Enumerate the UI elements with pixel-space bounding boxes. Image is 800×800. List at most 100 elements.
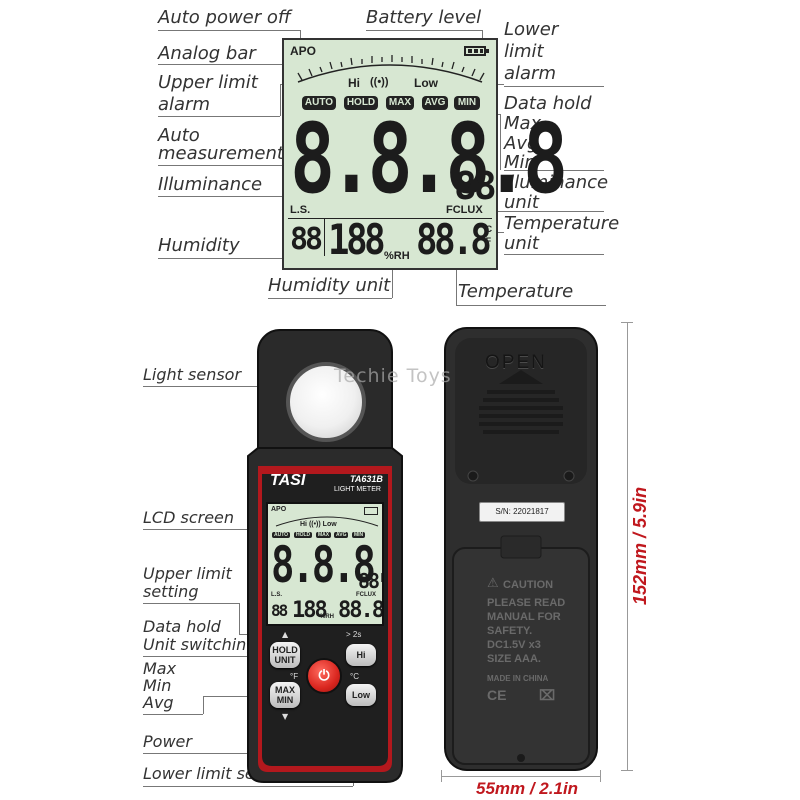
mini-small-digits: 88 [358,569,380,593]
mini-rh: %RH [320,614,335,620]
label-avg-front: Avg [143,693,174,712]
label-illuminance-unit-2: unit [504,192,539,213]
label-unit-switching: Unit switching [143,635,257,654]
caution-line-1: PLEASE READ [487,597,566,609]
label-upper-limit-alarm-2: alarm [158,94,210,115]
caution-icon: ⚠ [487,576,499,591]
lcd-temp-c: °C [482,224,493,234]
lcd-display: APO [282,38,568,270]
label-upper-limit-setting-1: Upper limit [143,564,232,583]
lcd-apo: APO [290,44,317,58]
label-temperature-unit-2: unit [504,233,539,254]
meter-front-body: TASI TA631B LIGHT METER APO Hi ((•)) Low… [246,326,404,784]
mini-main-digits: 8.8.8.8 [271,536,382,594]
celsius-mark: °C [350,672,359,681]
mini-alarm-icon: Hi ((•)) Low [300,521,337,528]
label-data-hold-front: Data hold [143,617,221,636]
lcd-mode-avg: AVG [422,96,448,110]
mini-temp-digits: 88.8 [338,598,383,623]
label-auto-power-off: Auto power off [158,7,291,28]
mini-mode-min: MIN [352,532,366,538]
mini-lcd: APO Hi ((•)) Low AUTO HOLD MAX AVG MIN 8… [266,502,384,626]
mini-mode-max: MAX [316,532,332,538]
open-label: OPEN [485,352,547,373]
battery-icon [464,46,489,56]
label-light-sensor: Light sensor [143,365,242,384]
lcd-hi: Hi [348,76,360,90]
power-button[interactable]: ⏻ [306,658,342,694]
analog-bar-scale [297,55,485,83]
label-lower-limit-alarm-3: alarm [504,63,556,84]
lcd-mode-hold: HOLD [344,96,378,110]
button-hold-time: > 2s [346,630,362,639]
label-analog-bar: Analog bar [158,43,256,64]
caution-line-3: SAFETY. [487,625,533,637]
fahrenheit-mark: °F [290,672,299,681]
mini-hum-digits: 188 [292,598,328,623]
watermark: Techie Toys [334,365,452,387]
label-min: Min [504,152,536,173]
mini-mode-hold: HOLD [294,532,313,538]
serial-number: S/N: 22021817 [479,502,565,522]
label-lower-limit-alarm-2: limit [504,41,544,62]
height-dimension: 152mm / 5.9in [630,486,650,605]
mini-fclux: FCLUX [356,592,376,598]
mini-ls: L.S. [271,592,283,598]
model-name: TA631B [350,474,383,484]
label-power: Power [143,732,192,751]
down-arrow-icon: ▼ [282,712,289,721]
mini-apo: APO [271,506,287,513]
lcd-mode-min: MIN [454,96,480,110]
width-dimension: 55mm / 2.1in [476,779,579,798]
label-humidity: Humidity [158,235,240,256]
ce-mark: CE [487,687,507,703]
mini-mode-auto: AUTO [272,532,291,538]
device-type: LIGHT METER [334,486,381,493]
caution-line-4: DC1.5V x3 [487,639,541,651]
label-min-front: Min [143,676,172,695]
lcd-humidity-digits: 188 [328,215,386,264]
lcd-fclux: FCLUX [446,204,483,216]
label-temperature-unit-1: Temperature [504,213,620,234]
label-lower-limit-alarm-1: Lower [504,19,559,40]
meter-back-body: OPEN S/N: 22021817 ⚠ CAUTION PLEASE READ… [443,326,599,772]
label-upper-limit-setting-2: setting [143,582,199,601]
lcd-mode-auto: AUTO [302,96,336,110]
lcd-low: Low [414,76,438,90]
alarm-icon: ((•)) [370,76,389,88]
lcd-temp-f: °F [482,236,492,246]
made-in-label: MADE IN CHINA [487,674,549,683]
label-max: Max [504,113,542,134]
caution-title: CAUTION [503,579,554,591]
caution-line-5: SIZE AAA. [487,653,541,665]
lcd-rh: %RH [384,250,410,262]
label-humidity-unit: Humidity unit [268,275,391,296]
lcd-small-digits: 88 [454,164,497,208]
lcd-mode-max: MAX [386,96,414,110]
hi-button[interactable]: Hi [346,644,376,666]
label-auto-measurement-1: Auto [158,125,200,146]
power-icon: ⏻ [318,668,330,684]
lcd-ls: L.S. [290,204,311,216]
label-max-front: Max [143,659,177,678]
mini-sub-digits: 88 [271,601,288,620]
lcd-temp-digits: 88.8 [416,215,492,264]
label-avg: Avg [504,133,539,154]
recycle-bin-icon: ⌧ [539,687,556,703]
label-temperature: Temperature [458,281,574,302]
label-battery-level: Battery level [366,7,482,28]
light-sensor-dome [286,362,366,442]
label-illuminance: Illuminance [158,174,263,195]
low-button[interactable]: Low [346,684,376,706]
label-auto-measurement-2: measurement [158,143,284,164]
lcd-sub-left: 88 [290,222,323,257]
brand-logo: TASI [270,472,306,489]
caution-line-2: MANUAL FOR [487,611,561,623]
label-data-hold: Data hold [504,93,592,114]
label-illuminance-unit-1: Illuminance [504,172,609,193]
label-upper-limit-alarm-1: Upper limit [158,72,258,93]
up-arrow-icon: ▲ [282,630,289,639]
mini-mode-avg: AVG [334,532,349,538]
